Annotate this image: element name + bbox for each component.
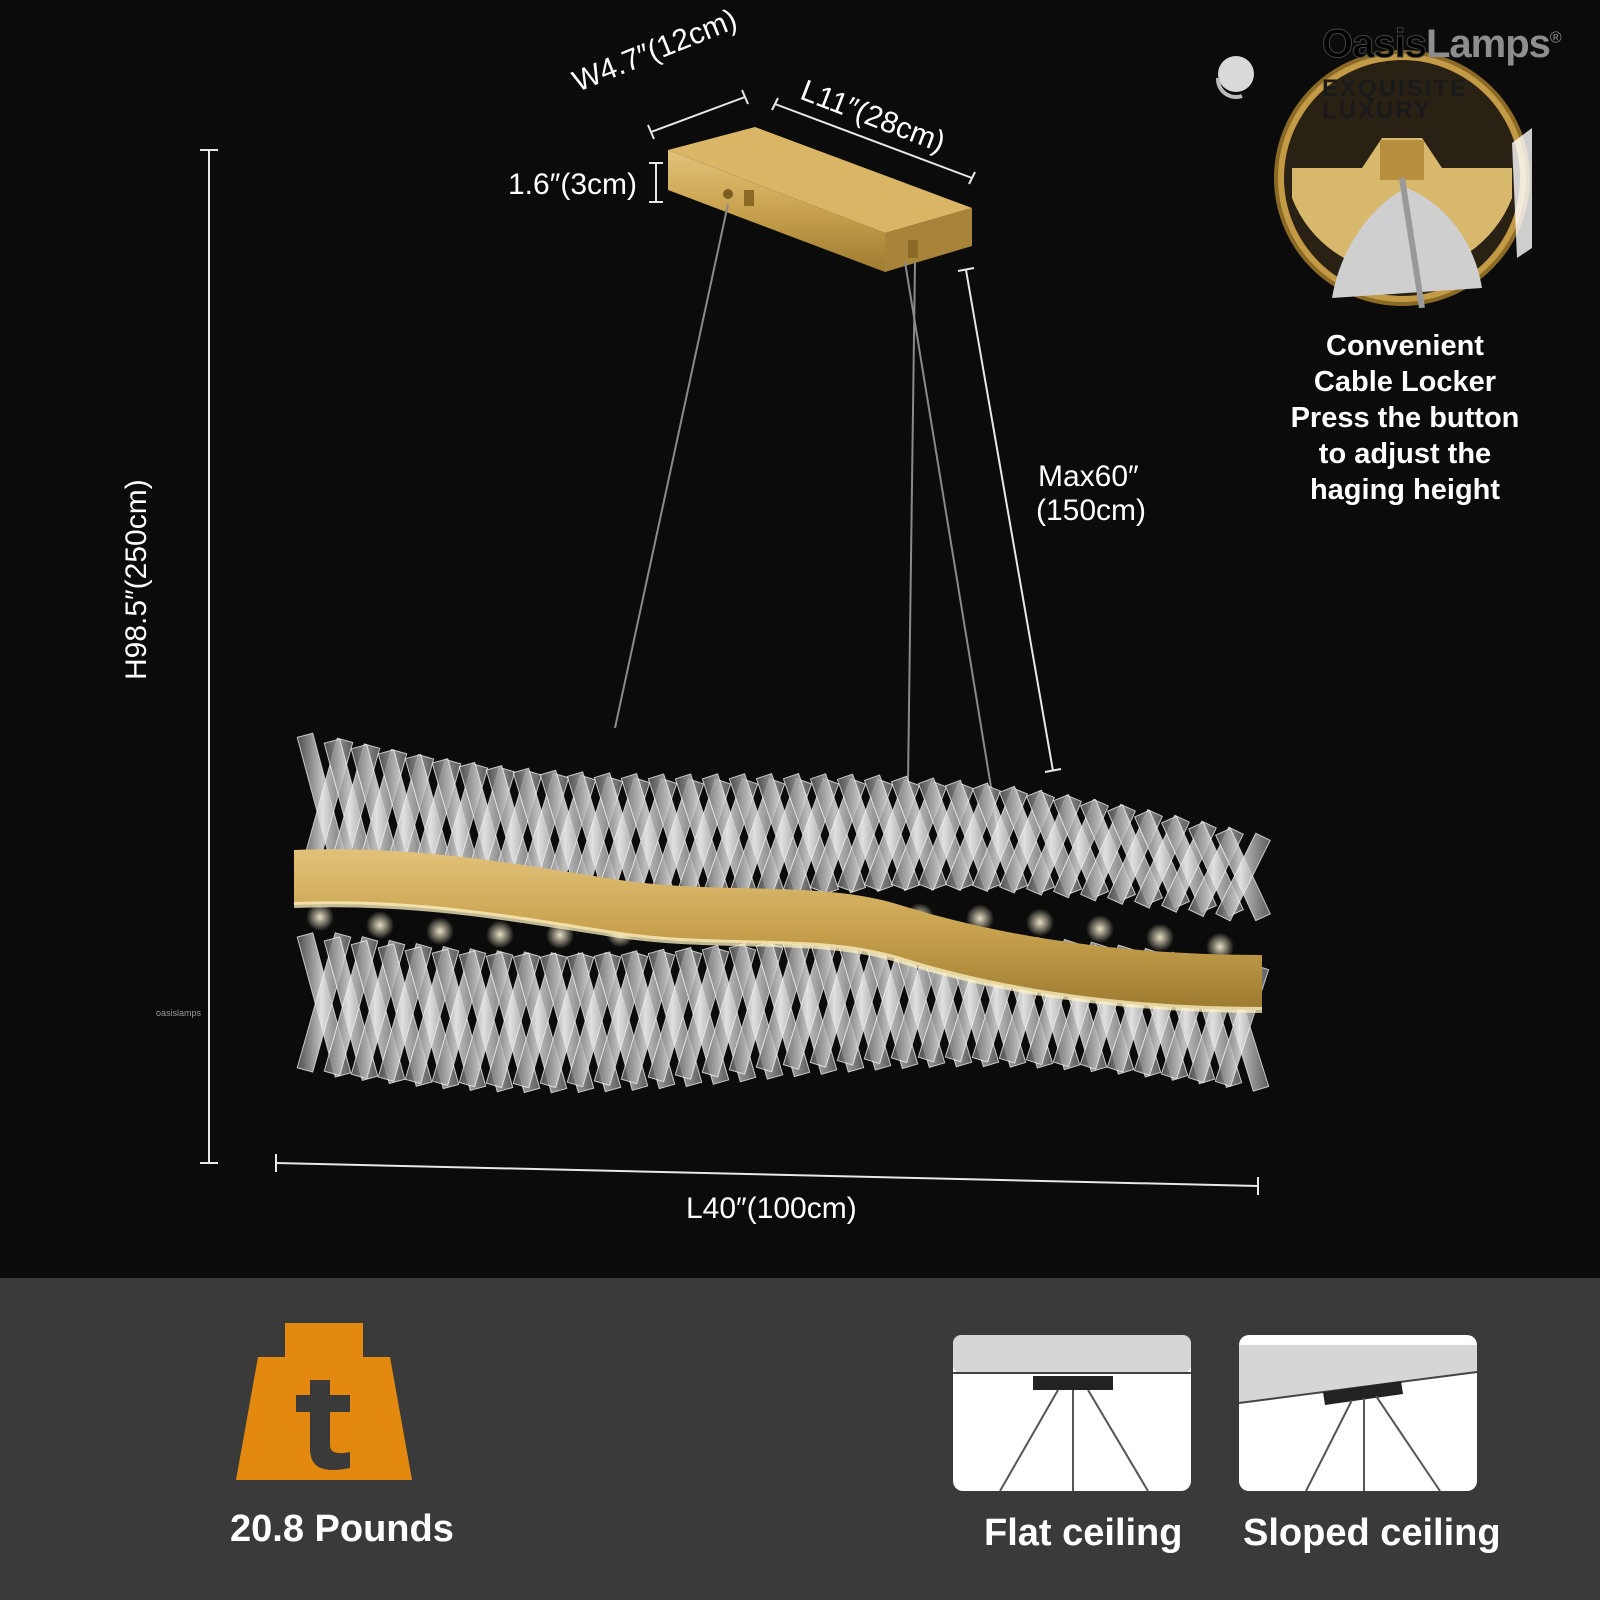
crystal-prism (1215, 832, 1271, 922)
max-drop-label-line-2: (150cm) (1036, 494, 1147, 527)
canopy (668, 127, 972, 272)
sparkle-highlight (1206, 932, 1234, 961)
suspension-cables (614, 203, 999, 831)
knob-icon (1215, 56, 1254, 100)
callout-line-2: Cable Locker (1313, 366, 1497, 398)
flat-ceiling-label: Flat ceiling (984, 1512, 1183, 1554)
flat-ceiling-icon (953, 1335, 1191, 1492)
gold-band (293, 849, 1263, 1013)
sparkle-highlight (1026, 908, 1054, 937)
callout-line-1: Convenient (1326, 330, 1484, 362)
total-height-label: H98.5″(250cm) (120, 479, 153, 680)
brand-name-dark: Oasis (1322, 22, 1428, 67)
length-label: L40″(100cm) (686, 1192, 857, 1225)
callout-line-5: haging height (1309, 474, 1501, 506)
callout-line-3: Press the button (1290, 402, 1520, 434)
badge-line-2: LUXURY (1322, 97, 1432, 124)
badge-text: EXQUISITE LUXURY (1322, 75, 1469, 124)
callout-line-4: to adjust the (1318, 438, 1492, 470)
weight-icon (236, 1323, 412, 1480)
weight-label: 20.8 Pounds (230, 1508, 454, 1550)
sparkle-highlight (486, 920, 514, 949)
cable-locker-callout: Convenient Cable Locker Press the button… (1260, 328, 1550, 508)
sloped-ceiling-label: Sloped ceiling (1243, 1512, 1501, 1554)
sparkle-highlight (306, 903, 334, 932)
sloped-ceiling-icon (1238, 1335, 1478, 1492)
badge-line-1: EXQUISITE (1322, 75, 1469, 102)
brand-logo: OasisLamps® (1322, 22, 1562, 67)
sparkle-highlight (366, 911, 394, 940)
sparkle-highlight (426, 917, 454, 946)
max-drop-label-line-1: Max60″ (1038, 460, 1139, 493)
registered-mark: ® (1549, 29, 1562, 47)
canopy-height-label: 1.6″(3cm) (508, 168, 637, 201)
brand-name-light: Lamps (1425, 22, 1551, 66)
dimension-lines (200, 89, 1259, 1195)
sparkle-highlight (1086, 915, 1114, 944)
cable-locker-badge (1274, 50, 1532, 308)
watermark: oasislamps (156, 1008, 202, 1018)
sparkle-highlight (1146, 923, 1174, 952)
